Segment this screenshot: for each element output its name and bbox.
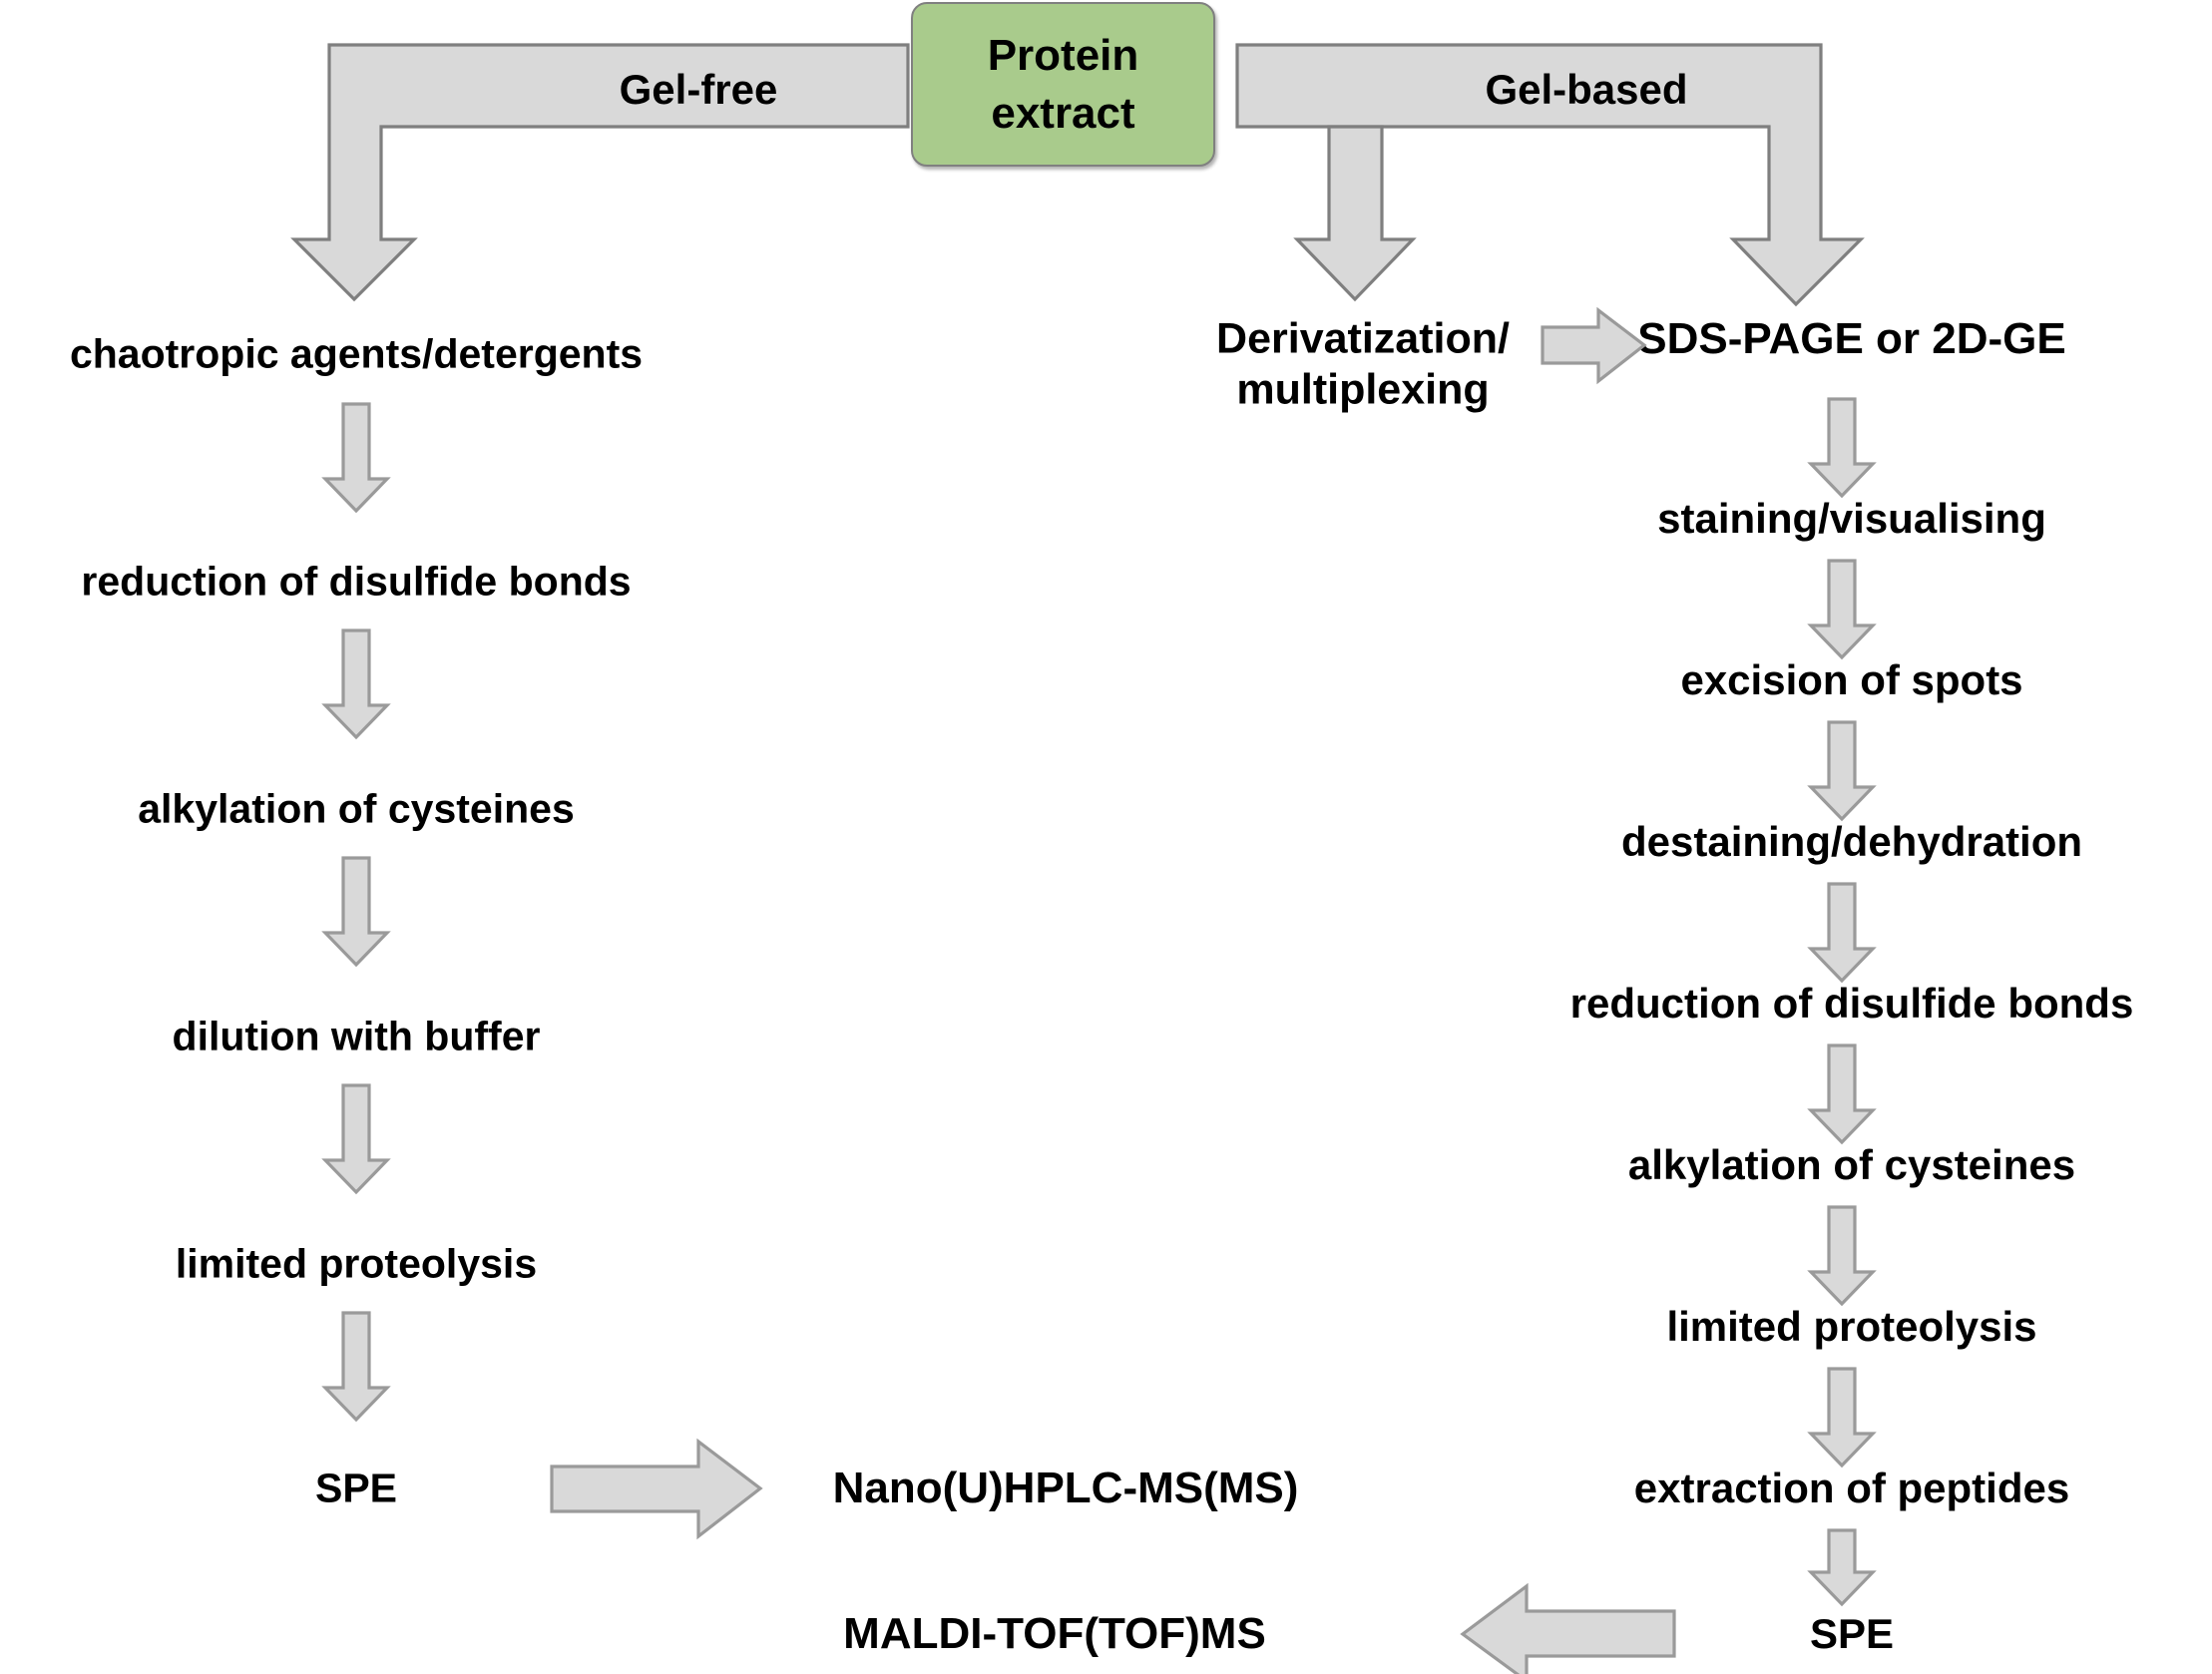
- gel-based-derivatization-arrow: [1293, 125, 1417, 302]
- left-arrow-3: [321, 856, 391, 968]
- right-step-excision[interactable]: excision of spots: [1680, 655, 2023, 703]
- right-step-staining[interactable]: staining/visualising: [1657, 494, 2046, 542]
- left-step-reduction-disulfide[interactable]: reduction of disulfide bonds: [81, 558, 632, 605]
- right-step-reduction-disulfide[interactable]: reduction of disulfide bonds: [1569, 979, 2134, 1027]
- derivatization-line1: Derivatization/: [1216, 314, 1510, 363]
- gel-based-label: Gel-based: [1485, 66, 1688, 113]
- right-arrow-2: [1807, 559, 1877, 660]
- protein-extract-line1: Protein: [987, 31, 1139, 81]
- left-arrow-1: [321, 402, 391, 514]
- spe-to-maldi-arrow: [1460, 1582, 1676, 1674]
- gel-free-label: Gel-free: [619, 66, 778, 113]
- right-terminal-maldi-tof[interactable]: MALDI-TOF(TOF)MS: [843, 1608, 1266, 1658]
- left-step-limited-proteolysis[interactable]: limited proteolysis: [175, 1240, 538, 1287]
- right-arrow-7: [1807, 1367, 1877, 1468]
- right-arrow-1: [1807, 397, 1877, 499]
- right-arrow-8: [1807, 1528, 1877, 1607]
- left-arrow-2: [321, 628, 391, 740]
- right-step-limited-proteolysis[interactable]: limited proteolysis: [1666, 1302, 2037, 1350]
- protein-extract-node[interactable]: Protein extract: [911, 2, 1215, 167]
- right-step-spe[interactable]: SPE: [1809, 1609, 1895, 1657]
- left-step-spe[interactable]: SPE: [314, 1465, 398, 1511]
- right-step-extraction-peptides[interactable]: extraction of peptides: [1633, 1464, 2070, 1511]
- middle-step-derivatization[interactable]: Derivatization/ multiplexing: [1198, 313, 1528, 414]
- right-arrow-6: [1807, 1205, 1877, 1307]
- right-step-sds-page[interactable]: SDS-PAGE or 2D-GE: [1637, 313, 2066, 363]
- left-step-chaotropic-agents[interactable]: chaotropic agents/detergents: [69, 330, 644, 377]
- spe-to-nano-hplc-arrow: [550, 1438, 763, 1540]
- left-arrow-5: [321, 1311, 391, 1423]
- right-arrow-4: [1807, 882, 1877, 984]
- right-arrow-3: [1807, 720, 1877, 822]
- derivatization-to-sdspage-arrow: [1541, 306, 1647, 385]
- left-step-alkylation-cysteines[interactable]: alkylation of cysteines: [138, 785, 575, 832]
- left-step-dilution-buffer[interactable]: dilution with buffer: [172, 1013, 541, 1059]
- gel-free-elbow-arrow: [290, 43, 910, 302]
- right-step-destaining[interactable]: destaining/dehydration: [1620, 817, 2083, 865]
- protein-extract-line2: extract: [991, 88, 1135, 138]
- gel-based-outer-elbow-arrow: [1235, 43, 1865, 307]
- left-terminal-nano-hplc[interactable]: Nano(U)HPLC-MS(MS): [832, 1463, 1299, 1512]
- left-arrow-4: [321, 1083, 391, 1195]
- right-arrow-5: [1807, 1044, 1877, 1145]
- right-step-alkylation-cysteines[interactable]: alkylation of cysteines: [1627, 1140, 2076, 1188]
- derivatization-line2: multiplexing: [1236, 365, 1490, 413]
